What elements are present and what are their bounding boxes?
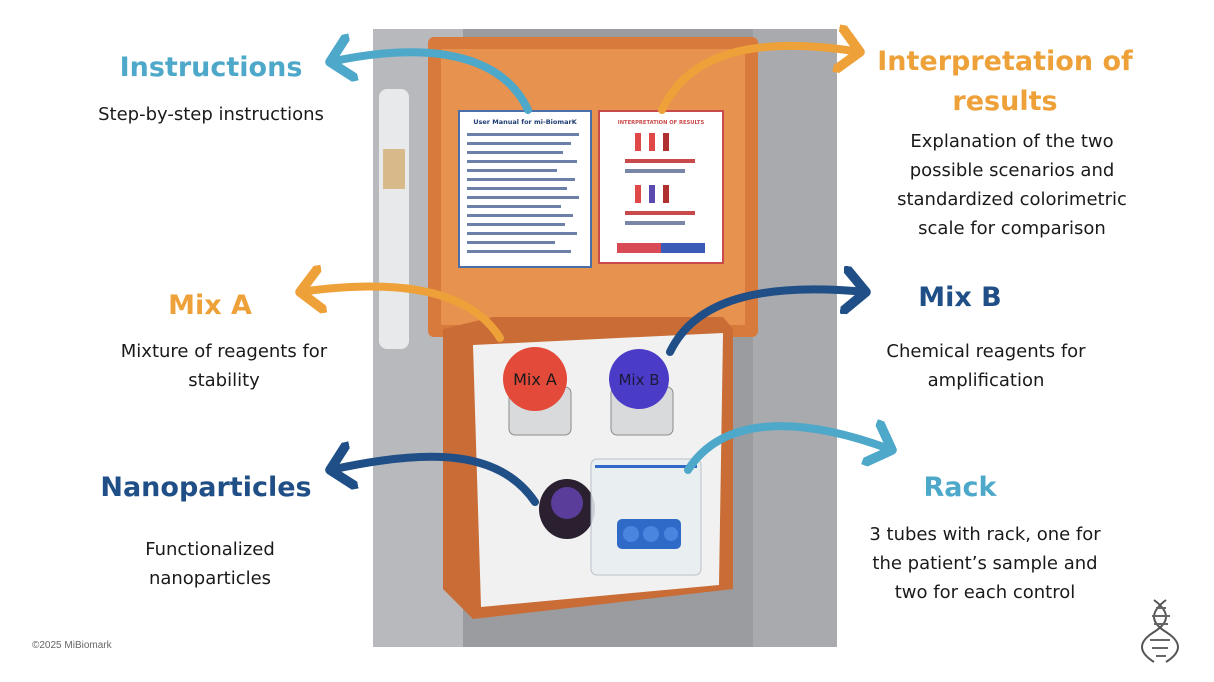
interpretation-sheet-title: INTERPRETATION OF RESULTS <box>618 120 705 126</box>
bottle-mix-a: Mix A <box>503 347 572 436</box>
mix-b-title: Mix B <box>918 282 1002 313</box>
mix-b-description: Chemical reagents for amplification <box>846 337 1126 395</box>
interpretation-title: Interpretation of results <box>860 42 1150 122</box>
description-line: Mixture of reagents for <box>120 341 328 362</box>
kit-photo-illustration: User Manual for mi-BiomarK INTERPRET <box>373 29 837 647</box>
description-line: stability <box>188 370 260 391</box>
mix-a-title: Mix A <box>168 290 252 321</box>
pipette <box>379 89 409 349</box>
interpretation-description: Explanation of the two possible scenario… <box>862 127 1162 243</box>
description-line: amplification <box>927 370 1045 391</box>
copyright-text: ©2025 MiBiomark <box>32 640 112 651</box>
nanoparticles-description: Functionalized nanoparticles <box>80 535 340 593</box>
nanoparticles-title: Nanoparticles <box>100 472 312 503</box>
description-line: scale for comparison <box>918 218 1106 239</box>
mix-a-description: Mixture of reagents for stability <box>84 337 364 395</box>
description-line: Explanation of the two <box>910 131 1114 152</box>
dna-helix-icon <box>1141 599 1179 663</box>
rack-title: Rack <box>923 472 997 503</box>
description-line: possible scenarios and <box>909 160 1115 181</box>
bottle-b-label: Mix B <box>618 371 659 389</box>
instructions-title: Instructions <box>119 52 303 83</box>
user-manual-sheet: User Manual for mi-BiomarK <box>458 110 592 268</box>
description-line: the patient’s sample and <box>872 553 1098 574</box>
description-line: nanoparticles <box>148 568 272 589</box>
bottle-mix-b: Mix B <box>609 349 674 436</box>
interpretation-title-line: results <box>952 86 1058 117</box>
interpretation-title-line: Interpretation of <box>877 46 1133 77</box>
tube-rack-bag <box>590 458 702 576</box>
description-line: two for each control <box>894 582 1076 603</box>
nanoparticles-vial <box>539 479 595 539</box>
description-line: 3 tubes with rack, one for <box>869 524 1101 545</box>
description-line: Functionalized <box>145 539 275 560</box>
kit-photo: User Manual for mi-BiomarK INTERPRET <box>373 29 837 647</box>
interpretation-sheet: INTERPRETATION OF RESULTS <box>598 110 724 264</box>
description-line: standardized colorimetric <box>897 189 1127 210</box>
rack-description: 3 tubes with rack, one for the patient’s… <box>840 520 1130 607</box>
manual-title: User Manual for mi-BiomarK <box>473 118 577 126</box>
bottle-a-label: Mix A <box>513 370 557 389</box>
description-line: Chemical reagents for <box>886 341 1086 362</box>
instructions-description: Step-by-step instructions <box>98 104 324 125</box>
